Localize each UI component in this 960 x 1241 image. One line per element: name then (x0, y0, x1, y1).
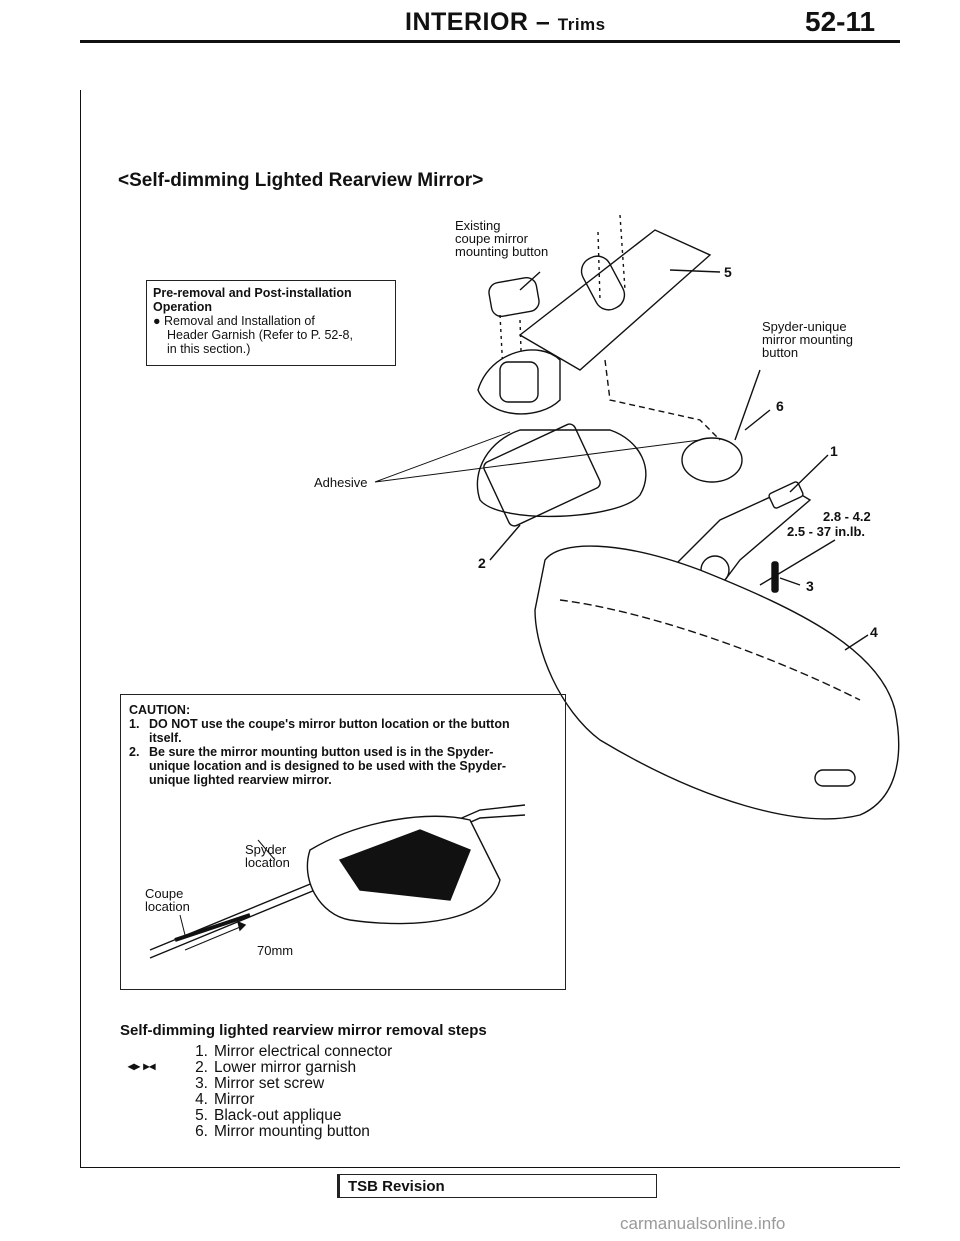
step-number: 3. (195, 1075, 208, 1092)
adhesive-label: Adhesive (314, 475, 368, 490)
caution-item-2-num: 2. (129, 745, 140, 759)
inset-coupe-button (174, 913, 251, 942)
spyder-location-label: Spyder location (245, 843, 290, 869)
pre-removal-box: Pre-removal and Post-installation Operat… (146, 280, 396, 366)
step-label: Lower mirror garnish (214, 1059, 357, 1076)
inset-spyder-button (338, 829, 471, 901)
part-label-6: 6 (776, 398, 784, 414)
header-title: INTERIOR (405, 8, 529, 36)
spyder-location-line-2: location (245, 855, 290, 870)
leader-3 (779, 577, 801, 586)
list-item: 6. Mirror mounting button (188, 1124, 392, 1140)
base-frame-window (499, 361, 539, 403)
list-item: 2. Lower mirror garnish (188, 1060, 392, 1076)
step-number: 4. (195, 1091, 208, 1108)
coupe-mirror-button (488, 276, 540, 318)
torque-inlb-label: 2.5 - 37 in.lb. (787, 524, 866, 539)
leader-2 (489, 524, 521, 561)
list-item: 1. Mirror electrical connector (188, 1044, 392, 1060)
spyder-line-3: button (762, 345, 799, 360)
spyder-location-line-1: Spyder (245, 842, 287, 857)
leader-6 (744, 409, 771, 431)
page-header-title: INTERIOR – Trims (405, 8, 606, 37)
caution-item-1-line-1: DO NOT use the coupe's mirror button loc… (149, 717, 510, 731)
base-frame-upper (477, 349, 561, 415)
list-item: 4. Mirror (188, 1092, 392, 1108)
removal-steps-title: Self-dimming lighted rearview mirror rem… (120, 1022, 487, 1039)
header-subtitle: Trims (557, 15, 606, 34)
existing-line-3: mounting button (455, 244, 549, 259)
step-label: Mirror mounting button (214, 1123, 370, 1140)
spyder-mirror-button (681, 437, 743, 483)
leader-spyder (734, 369, 761, 441)
pre-removal-heading-1: Pre-removal and Post-installation (153, 286, 352, 300)
coupe-location-line-1: Coupe (145, 886, 184, 901)
left-margin-rule (80, 90, 81, 1168)
caution-item-2-line-3: unique lighted rearview mirror. (149, 773, 332, 787)
part-label-4: 4 (870, 624, 878, 640)
coupe-location-line-2: location (145, 899, 190, 914)
adhesive-leaders (374, 431, 701, 483)
step-number: 2. (195, 1059, 208, 1076)
pre-removal-item-1: ● Removal and Installation of (153, 314, 315, 328)
spyder-line-2: mirror mounting (762, 332, 854, 347)
watermark: carmanualsonline.info (620, 1214, 786, 1233)
removal-steps-list: 1. Mirror electrical connector 2. Lower mi… (188, 1044, 392, 1140)
header-rule (80, 40, 900, 43)
leader-4 (844, 634, 869, 651)
list-item: 3. Mirror set screw (188, 1076, 392, 1092)
existing-button-callout: Existing coupe mirror mounting button (455, 219, 548, 258)
step-number: 1. (195, 1043, 208, 1060)
part-label-1: 1 (830, 443, 838, 459)
mirror-body (534, 545, 900, 820)
existing-line-1: Existing (455, 218, 501, 233)
caution-item-1: 1. DO NOT use the coupe's mirror button … (129, 717, 557, 745)
pre-removal-heading-2: Operation (153, 300, 213, 314)
tsb-revision-box: TSB Revision (337, 1174, 657, 1198)
exploded-guide-lines (499, 214, 626, 391)
spyder-button-callout: Spyder-unique mirror mounting button (762, 320, 853, 359)
existing-line-2: coupe mirror (455, 231, 528, 246)
part-label-5: 5 (724, 264, 732, 280)
part-label-3: 3 (806, 578, 814, 594)
coupe-location-label: Coupe location (145, 887, 190, 913)
step-label: Black-out applique (214, 1107, 342, 1124)
black-out-applique (518, 229, 712, 371)
applique-slot (580, 255, 626, 311)
caution-item-2: 2. Be sure the mirror mounting button us… (129, 745, 557, 787)
section-title: <Self-dimming Lighted Rearview Mirror> (118, 170, 484, 191)
list-item: 5. Black-out applique (188, 1108, 392, 1124)
spyder-line-1: Spyder-unique (762, 319, 847, 334)
caution-item-1-num: 1. (129, 717, 140, 731)
garnish-window (483, 423, 601, 527)
caution-item-1-line-2: itself. (149, 731, 182, 745)
caution-item-2-line-1: Be sure the mirror mounting button used … (149, 745, 494, 759)
leader-coupe (519, 271, 541, 291)
part-label-2: 2 (478, 555, 486, 571)
pre-removal-item-3: in this section.) (167, 342, 251, 356)
lower-mirror-garnish (476, 429, 647, 518)
mirror-lamp (814, 769, 856, 787)
caution-box: CAUTION: 1. DO NOT use the coupe's mirro… (120, 694, 566, 990)
header-dash: – (535, 8, 551, 36)
caution-item-2-line-2: unique location and is designed to be us… (149, 759, 506, 773)
step-number: 5. (195, 1107, 208, 1124)
leader-torque (759, 539, 836, 586)
leader-1 (789, 454, 829, 493)
service-point-marker: ◂▸ ▸◂ (128, 1059, 156, 1073)
footer-rule (80, 1167, 900, 1168)
step-label: Mirror (214, 1091, 255, 1108)
step-number: 6. (195, 1123, 208, 1140)
dimension-line (184, 924, 246, 951)
caution-heading: CAUTION: (129, 703, 191, 717)
leader-5 (669, 269, 721, 273)
pre-removal-item-2: Header Garnish (Refer to P. 52-8, (167, 328, 353, 342)
tsb-revision-label: TSB Revision (348, 1178, 445, 1195)
dimension-label: 70mm (257, 943, 294, 958)
torque-nm-label: 2.8 - 4.2 (823, 509, 871, 524)
page-number: 52-11 (805, 6, 876, 37)
step-label: Mirror electrical connector (214, 1043, 393, 1060)
step-label: Mirror set screw (214, 1075, 325, 1092)
